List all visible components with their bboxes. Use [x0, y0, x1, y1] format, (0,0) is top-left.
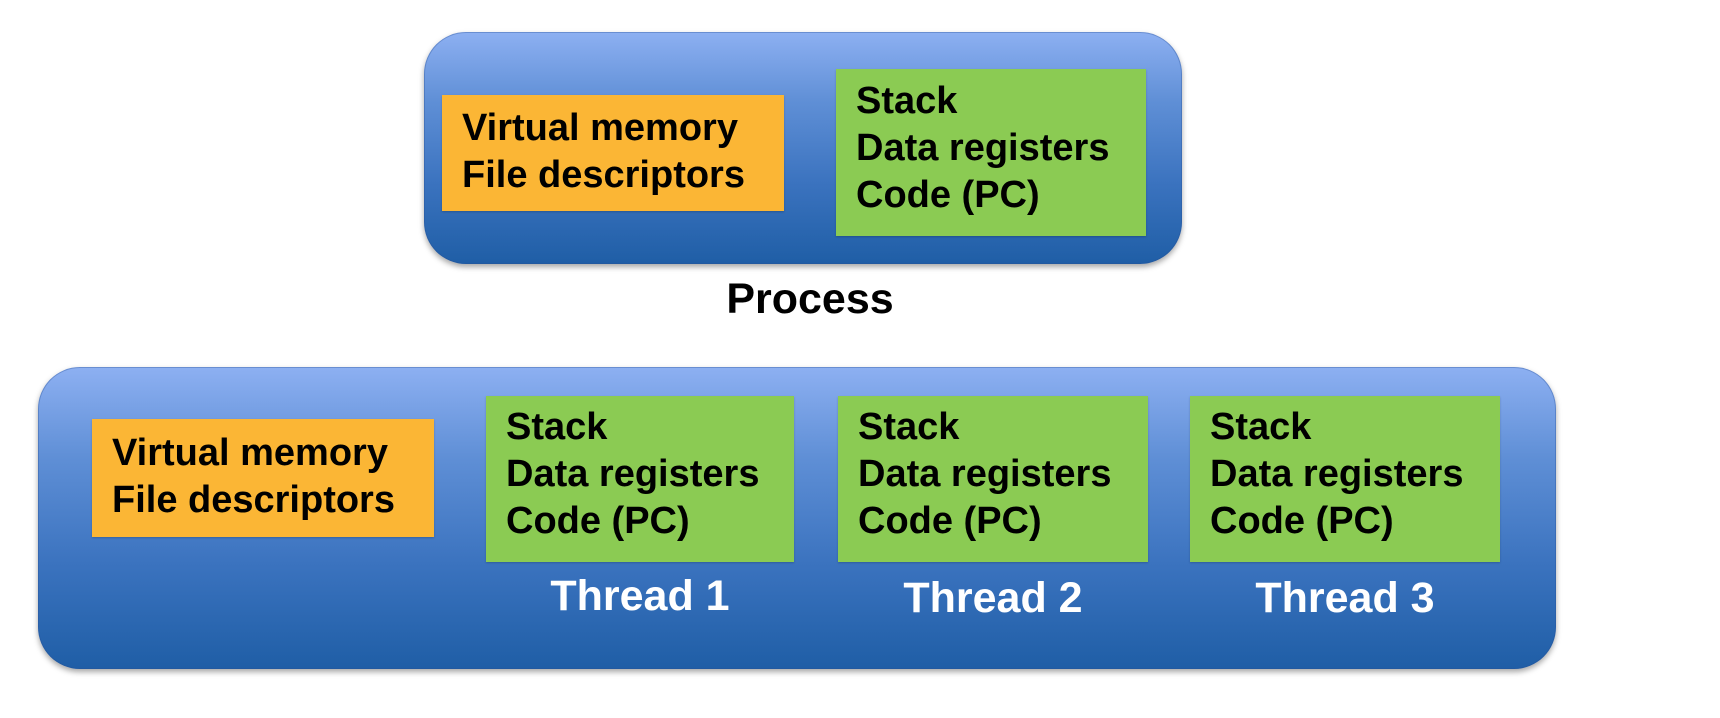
thread-2-code-pc-text: Code (PC) [858, 500, 1042, 542]
multithreaded-process-panel: Virtual memory File descriptors Stack Da… [38, 367, 1556, 669]
shared-virtual-memory-text: Virtual memory [112, 432, 388, 474]
thread-1-label: Thread 1 [550, 572, 730, 620]
thread-2-data-registers-text: Data registers [858, 453, 1112, 495]
thread-2-stack-text: Stack [858, 406, 960, 448]
shared-resources-box: Virtual memory File descriptors [92, 419, 434, 537]
thread-3-code-pc-text: Code (PC) [1210, 500, 1394, 542]
process-stack-text: Stack [856, 80, 958, 122]
process-execution-context-box: Stack Data registers Code (PC) [836, 69, 1146, 236]
thread-3-label: Thread 3 [1255, 574, 1435, 622]
process-virtual-memory-text: Virtual memory [462, 107, 738, 149]
thread-2-label: Thread 2 [903, 574, 1083, 622]
process-panel: Virtual memory File descriptors Stack Da… [424, 32, 1182, 264]
process-data-registers-text: Data registers [856, 127, 1110, 169]
thread-3-stack-text: Stack [1210, 406, 1312, 448]
thread-1-code-pc-text: Code (PC) [506, 500, 690, 542]
shared-file-descriptors-text: File descriptors [112, 479, 395, 521]
process-label: Process [726, 275, 894, 323]
thread-3-context-box: Stack Data registers Code (PC) [1190, 396, 1500, 562]
process-code-pc-text: Code (PC) [856, 174, 1040, 216]
thread-2-context-box: Stack Data registers Code (PC) [838, 396, 1148, 562]
thread-1-stack-text: Stack [506, 406, 608, 448]
thread-1-context-box: Stack Data registers Code (PC) [486, 396, 794, 562]
thread-1-data-registers-text: Data registers [506, 453, 760, 495]
thread-3-data-registers-text: Data registers [1210, 453, 1464, 495]
process-file-descriptors-text: File descriptors [462, 154, 745, 196]
process-shared-resources-box: Virtual memory File descriptors [442, 95, 784, 211]
